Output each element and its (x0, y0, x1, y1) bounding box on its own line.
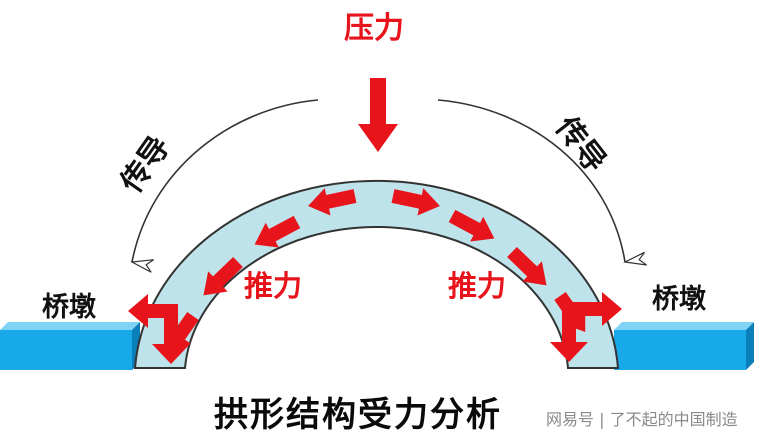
left-pier-front (0, 330, 132, 370)
pier-right-label: 桥墩 (652, 284, 706, 315)
right-vertical-arrow (550, 302, 588, 362)
right-horizontal-arrow (574, 292, 622, 326)
thrust-arrow-right-2 (448, 209, 495, 242)
pressure-label: 压力 (344, 11, 404, 46)
left-horizontal-arrow (128, 294, 176, 328)
thrust-arrows-left (167, 188, 357, 353)
pier-left-label: 桥墩 (42, 292, 96, 323)
conduct-left-wrap: 传导 (114, 130, 177, 199)
thrust-arrow-right-3 (507, 246, 547, 286)
thrust-arrow-right-1 (391, 188, 440, 216)
right-pier-side (746, 322, 754, 370)
thrust-right-label: 推力 (448, 269, 507, 303)
watermark: 网易号 | 了不起的中国制造 (546, 410, 738, 429)
arch-body (133, 179, 620, 369)
right-pier-top (614, 322, 754, 330)
left-vertical-arrow (152, 304, 190, 364)
right-pier-front (614, 330, 746, 370)
thrust-arrow-left-3 (203, 256, 243, 296)
conduct-curve-right (437, 99, 625, 262)
right-pier (614, 322, 754, 370)
left-corner-arrows (128, 294, 190, 364)
pressure-arrow (358, 78, 398, 152)
conduct-curve-left (132, 99, 319, 262)
left-pier-top (0, 322, 140, 330)
thrust-arrow-left-1 (308, 188, 357, 216)
thrust-left-label: 推力 (244, 269, 303, 303)
right-corner-arrows (550, 292, 622, 362)
thrust-arrow-left-2 (254, 215, 301, 248)
diagram-title: 拱形结构受力分析 (214, 395, 502, 435)
left-pier (0, 322, 140, 370)
conduct-right-wrap: 传导 (548, 110, 613, 179)
